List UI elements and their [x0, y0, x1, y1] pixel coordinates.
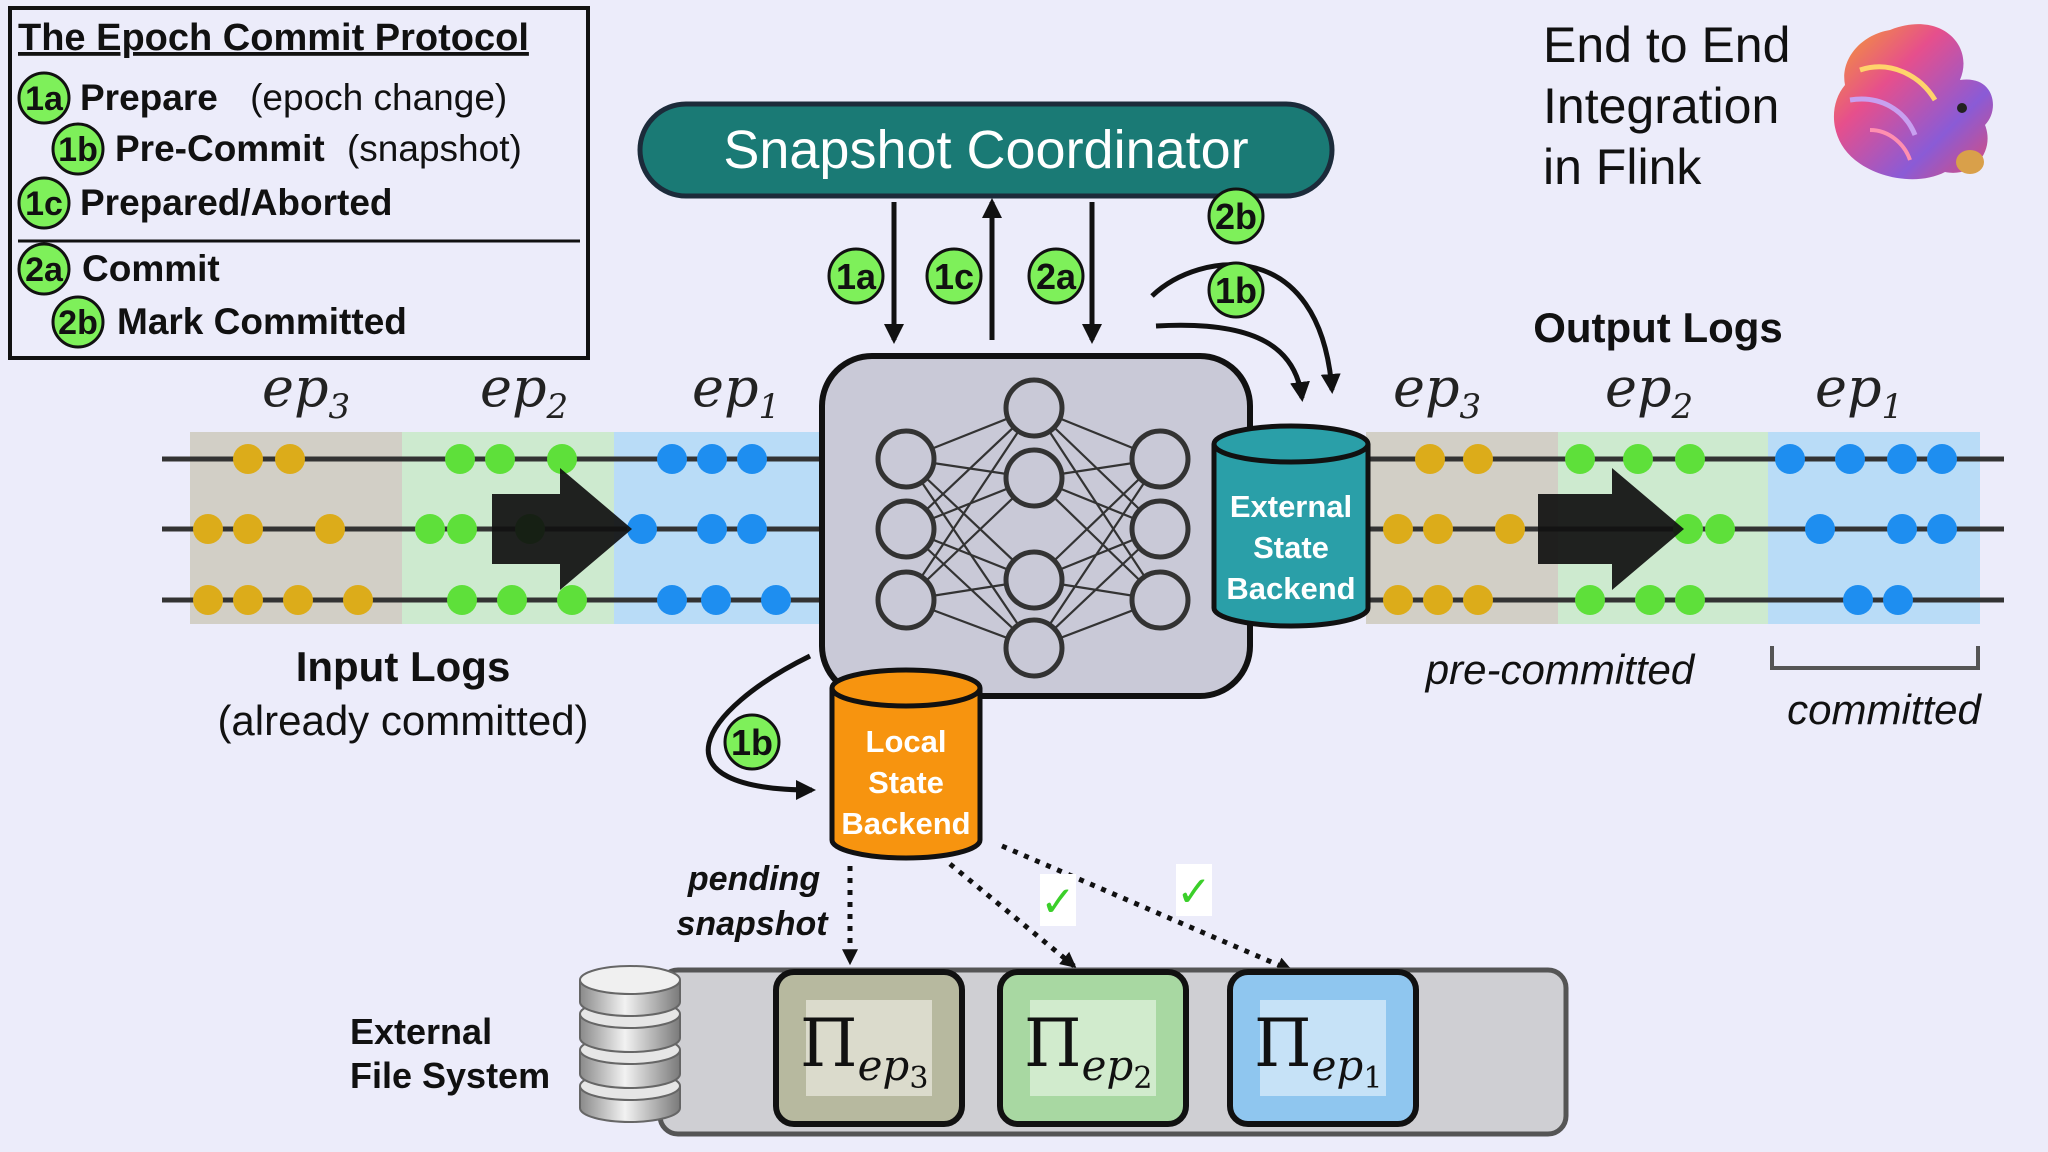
legend-item-1b: 1b Pre-Commit (snapshot) — [51, 122, 522, 176]
local-state-backend: Local State Backend — [829, 667, 983, 861]
legend-item-2a: 2a Commit — [17, 242, 220, 296]
badge-2b: 2b — [1207, 187, 1265, 245]
input-logs-title: Input Logs — [296, 643, 511, 690]
external-state-backend: External State Backend — [1211, 423, 1371, 629]
legend-item-bold: Commit — [82, 248, 220, 289]
badge-label: 1a — [25, 80, 64, 118]
committed-bracket — [1770, 646, 1980, 670]
external-backend-line-3: Backend — [1226, 571, 1355, 606]
flow-arrow-icon — [492, 468, 632, 590]
badge-label: 2b — [58, 304, 98, 342]
input-logs-stream — [162, 432, 870, 624]
svg-text:Prepare (epoch change): Prepare (epoch change) — [80, 77, 507, 118]
committed-label: committed — [1787, 686, 1982, 733]
svg-text:1b: 1b — [731, 722, 773, 763]
epoch-label: ep1 — [692, 356, 780, 427]
external-file-system: External File System Πep3 Πep2 Πep1 — [350, 965, 1569, 1137]
snapshot-label: Πep3 — [800, 1005, 928, 1096]
local-backend-line-2: State — [868, 765, 944, 800]
badge-1b-local: 1b — [723, 713, 781, 771]
external-backend-line-2: State — [1253, 530, 1329, 565]
filesystem-label-1: External — [350, 1011, 492, 1052]
legend-title: The Epoch Commit Protocol — [18, 17, 529, 59]
legend: The Epoch Commit Protocol 1a Prepare (ep… — [8, 6, 590, 360]
check-icon: ✓ — [1176, 868, 1211, 915]
output-logs-stream — [1360, 432, 2004, 624]
legend-item-bold: Prepared/Aborted — [80, 182, 393, 223]
badge-label: 2a — [25, 251, 64, 289]
legend-item-note: (snapshot) — [347, 128, 522, 169]
svg-text:1a: 1a — [836, 256, 877, 297]
epoch-label: ep3 — [1393, 356, 1481, 427]
coordinator-label: Snapshot Coordinator — [723, 120, 1248, 180]
operator-neural-network — [819, 353, 1253, 699]
legend-item-1c: 1c Prepared/Aborted — [17, 176, 393, 230]
epoch-label: ep1 — [1815, 356, 1903, 427]
local-backend-line-1: Local — [866, 724, 947, 759]
filesystem-label-2: File System — [350, 1055, 550, 1096]
database-icon — [579, 965, 681, 1123]
epoch-label: ep3 — [262, 356, 350, 427]
header-line-2: Integration — [1543, 78, 1779, 134]
legend-item-bold: Pre-Commit — [115, 128, 325, 169]
pre-committed-label: pre-committed — [1424, 646, 1696, 693]
flow-badges: 1a 1c 2a 2b 1b 1b — [723, 187, 1265, 771]
input-epoch-labels: ep3 ep2 ep1 — [262, 356, 780, 427]
badge-label: 1b — [58, 131, 98, 169]
legend-item-2b: 2b Mark Committed — [51, 295, 407, 349]
epoch-label: ep2 — [480, 356, 568, 427]
snapshot-coordinator: Snapshot Coordinator — [637, 101, 1335, 199]
network-nodes — [875, 377, 1191, 679]
arrow-1b-external — [1155, 322, 1310, 402]
coordinator-arrows — [705, 198, 1341, 800]
svg-text:2b: 2b — [1215, 196, 1257, 237]
header-line-3: in Flink — [1543, 139, 1702, 195]
header-line-1: End to End — [1543, 17, 1790, 73]
badge-1b: 1b — [1207, 261, 1265, 319]
pending-label-1: pending — [687, 860, 820, 898]
legend-item-bold: Mark Committed — [117, 301, 407, 342]
legend-item-1a: 1a Prepare (epoch change) — [17, 71, 507, 125]
external-backend-line-1: External — [1230, 489, 1352, 524]
flow-arrow-icon — [1538, 468, 1684, 590]
svg-text:Pre-Commit (snapshot): Pre-Commit (snapshot) — [115, 128, 522, 169]
checkmarks: ✓ ✓ — [1040, 864, 1212, 926]
arrow-2b — [1150, 262, 1341, 394]
svg-text:1b: 1b — [1215, 270, 1257, 311]
input-logs-subtitle: (already committed) — [217, 697, 588, 744]
svg-text:2a: 2a — [1036, 256, 1077, 297]
page-header: End to End Integration in Flink — [1543, 17, 1790, 195]
svg-text:1c: 1c — [934, 256, 974, 297]
local-backend-line-3: Backend — [841, 806, 970, 841]
flink-squirrel-logo — [1833, 24, 1993, 180]
snapshot-ep2: Πep2 — [997, 969, 1189, 1127]
snapshot-ep1: Πep1 — [1227, 969, 1419, 1127]
badge-1c: 1c — [925, 247, 983, 305]
badge-2a: 2a — [1027, 247, 1085, 305]
output-epoch-labels: ep3 ep2 ep1 — [1393, 356, 1903, 427]
input-dots — [193, 444, 791, 615]
dotted-arrows — [841, 843, 1293, 973]
output-dots — [1383, 444, 1957, 615]
snapshot-label: Πep2 — [1024, 1005, 1152, 1096]
badge-1a: 1a — [827, 247, 885, 305]
epoch-label: ep2 — [1605, 356, 1693, 427]
arrow-1b-local — [705, 653, 816, 800]
badge-label: 1c — [25, 185, 63, 223]
output-logs-title: Output Logs — [1533, 304, 1783, 351]
check-icon: ✓ — [1040, 878, 1075, 925]
legend-item-bold: Prepare — [80, 77, 218, 118]
snapshot-ep3: Πep3 — [773, 969, 965, 1127]
snapshot-label: Πep1 — [1254, 1005, 1382, 1096]
legend-item-note: (epoch change) — [250, 77, 507, 118]
pending-label-2: snapshot — [676, 905, 829, 943]
